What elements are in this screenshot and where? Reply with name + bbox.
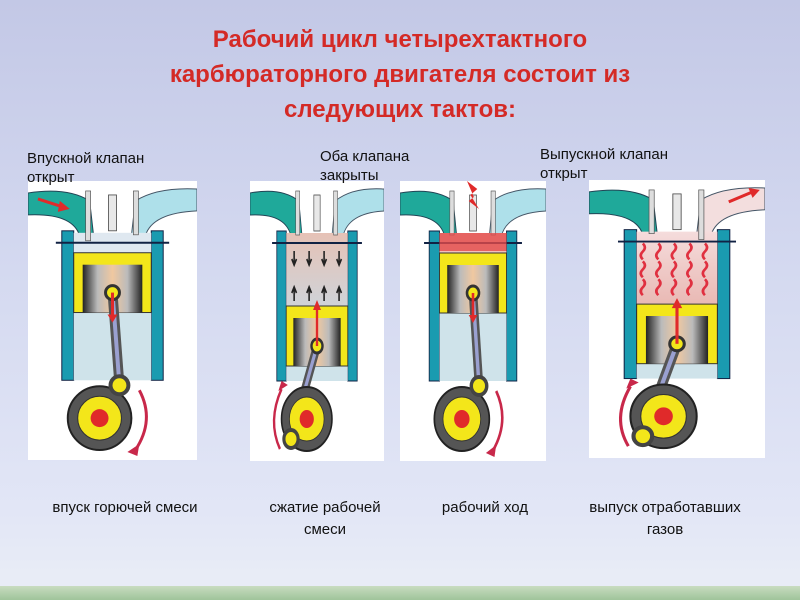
cylinder-lower — [636, 363, 718, 379]
power-stroke-diagram — [400, 181, 546, 461]
pressure-arrow-icon — [321, 284, 328, 301]
crank-hub — [654, 407, 673, 426]
pressure-arrow-icon — [306, 284, 313, 301]
crank-pin — [282, 428, 300, 450]
exhaust-gas-icon — [670, 242, 678, 261]
intake-port — [589, 189, 658, 236]
exhaust-valve — [133, 190, 139, 236]
intake-valve — [85, 190, 91, 242]
engine-illustration — [250, 188, 384, 452]
caption-power: рабочий ход — [441, 499, 529, 516]
combustion-chamber — [286, 233, 348, 306]
spark-plug — [108, 194, 117, 232]
intake-stroke-diagram — [28, 181, 197, 460]
exhaust-port — [331, 188, 384, 237]
exhaust-gas-icon — [639, 260, 647, 279]
pressure-arrow-icon — [336, 284, 343, 301]
exhaust-gas-icon — [639, 278, 647, 297]
exhaust-gas-icon — [701, 242, 709, 261]
exhaust-gas-icon — [686, 278, 693, 297]
exhaust-gas-icon — [701, 260, 709, 279]
intake-valve — [295, 190, 300, 236]
cylinder-wall-left — [428, 230, 440, 382]
cylinder-wall-right — [506, 230, 518, 382]
exhaust-gas-icon — [701, 278, 709, 297]
exhaust-gas-icon — [686, 260, 693, 279]
spark-icon — [466, 181, 480, 209]
caption-intake: впуск горючей смеси — [52, 499, 198, 516]
exhaust-gas-icon — [655, 260, 662, 279]
title-line: следующих тактов: — [284, 96, 516, 123]
cylinder-lower — [286, 366, 348, 381]
title-line: карбюраторного двигателя состоит из — [169, 61, 631, 88]
rotation-arrow-icon — [619, 385, 632, 447]
rotation-arrow-icon — [491, 390, 504, 452]
spark-plug — [313, 194, 321, 232]
exhaust-gas-icon — [670, 260, 678, 279]
exhaust-gas-icon — [686, 242, 693, 261]
rotation-arrow-icon — [272, 388, 283, 450]
pressure-arrow-icon — [291, 251, 298, 268]
engine-illustration — [28, 188, 197, 457]
intake-port — [28, 190, 95, 237]
rotation-arrow-icon — [134, 389, 148, 451]
exhaust-port — [130, 188, 197, 237]
crank-pin — [469, 375, 489, 397]
flow-arrow-icon — [728, 190, 754, 204]
exhaust-gas-icon — [670, 278, 678, 297]
crank-hub — [90, 409, 109, 428]
spark-plug — [672, 193, 682, 231]
slide-title: Рабочий цикл четырехтактного карбюраторн… — [0, 22, 800, 127]
intake-valve — [648, 189, 655, 234]
crank-pin — [108, 374, 131, 397]
bottom-strip — [0, 586, 800, 600]
exhaust-valve — [333, 190, 338, 236]
intake-port — [400, 190, 458, 237]
cylinder-wall-left — [276, 230, 287, 382]
exhaust-port — [488, 188, 546, 237]
cylinder-wall-left — [623, 229, 638, 380]
intake-valve — [449, 190, 455, 236]
cylinder-wall-right — [716, 229, 731, 380]
compression-stroke-diagram — [250, 181, 384, 461]
engine-illustration — [589, 187, 765, 450]
cylinder-wall-left — [61, 230, 75, 381]
exhaust-valve — [490, 190, 496, 236]
cylinder-wall-right — [150, 230, 164, 381]
pressure-arrow-icon — [321, 251, 328, 268]
flow-arrow-icon — [37, 197, 64, 209]
exhaust-gas-icon — [655, 278, 662, 297]
crank-hub — [454, 410, 470, 428]
pressure-arrow-icon — [291, 284, 298, 301]
exhaust-stroke-diagram — [589, 180, 765, 458]
exhaust-gas-icon — [639, 242, 647, 261]
exhaust-gas-icon — [655, 242, 662, 261]
intake-port — [250, 190, 303, 237]
crank-pin — [631, 425, 655, 448]
crank-hub — [299, 410, 314, 428]
pressure-arrow-icon — [336, 251, 343, 268]
engine-illustration — [400, 181, 546, 457]
exhaust-valve — [698, 189, 705, 240]
cylinder-wall-right — [347, 230, 358, 382]
title-line: Рабочий цикл четырехтактного — [212, 26, 588, 53]
pressure-arrow-icon — [306, 251, 313, 268]
